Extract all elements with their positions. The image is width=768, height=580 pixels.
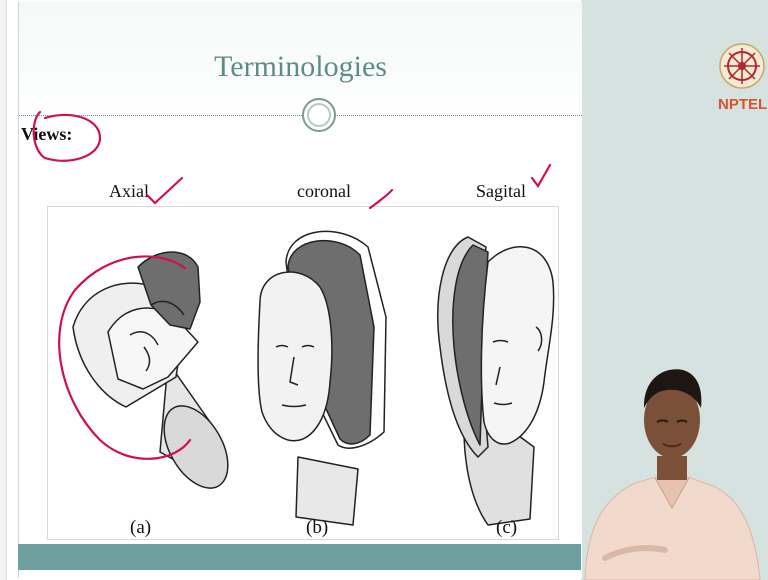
presenter-neck bbox=[657, 456, 687, 480]
figure-label-b: (b) bbox=[306, 517, 328, 539]
slide-bottom-band bbox=[18, 544, 581, 570]
head-illustrations bbox=[48, 207, 558, 539]
title-divider bbox=[19, 115, 582, 116]
label-sagital: Sagital bbox=[476, 181, 526, 202]
presenter-video bbox=[575, 348, 768, 580]
slide: Terminologies Views: Axial coronal Sagit… bbox=[18, 2, 582, 578]
axial-head-drawing bbox=[73, 252, 241, 499]
label-coronal: coronal bbox=[297, 181, 351, 202]
sagital-head-drawing bbox=[438, 237, 554, 525]
views-heading: Views: bbox=[21, 124, 72, 145]
figure-label-c: (c) bbox=[496, 517, 517, 539]
divider-ornament bbox=[302, 98, 336, 132]
label-axial: Axial bbox=[109, 181, 149, 202]
nptel-emblem-icon bbox=[713, 40, 768, 95]
anatomical-views-figure: (a) (b) (c) bbox=[47, 206, 559, 540]
figure-label-a: (a) bbox=[130, 517, 151, 539]
nptel-logo-text: NPTEL bbox=[718, 96, 767, 113]
slide-title: Terminologies bbox=[19, 50, 582, 84]
left-edge-bar bbox=[0, 0, 7, 580]
coronal-head-drawing bbox=[258, 231, 386, 525]
